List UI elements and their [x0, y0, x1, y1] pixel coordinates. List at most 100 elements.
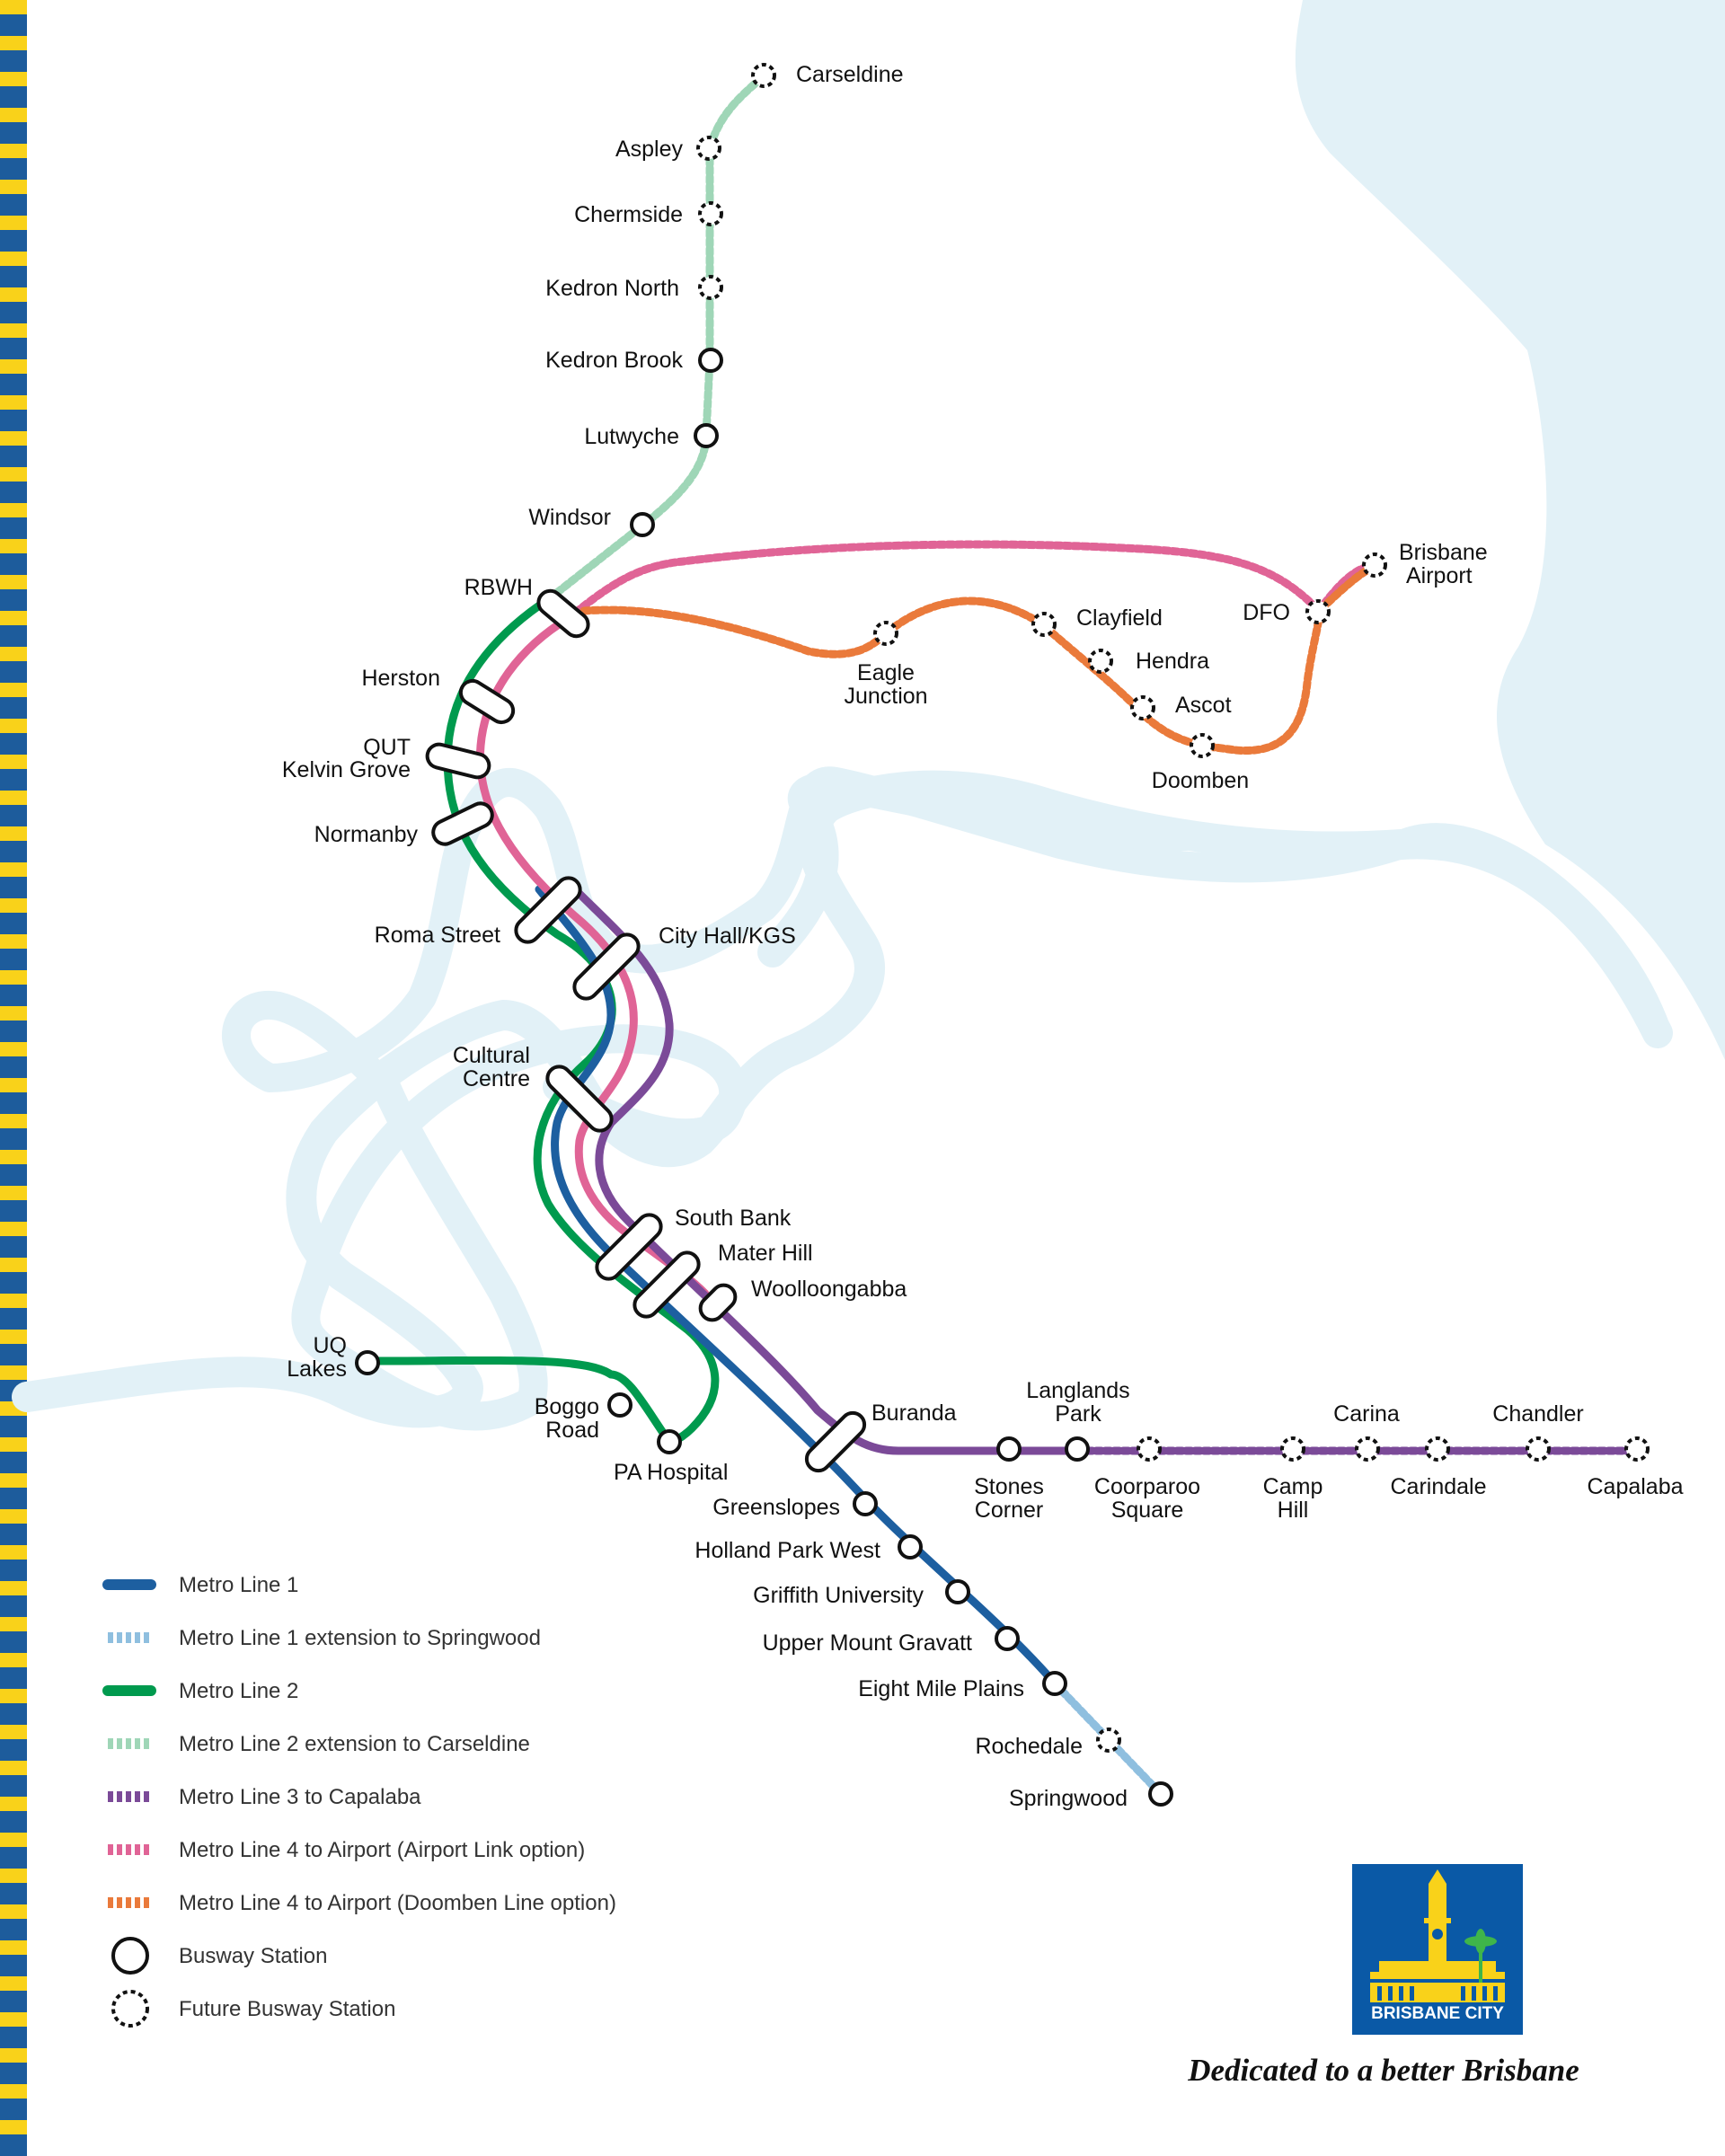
label-lutwyche: Lutwyche [584, 424, 679, 449]
label-airport-2: Airport [1406, 563, 1473, 588]
legend-label-metro-4-link: Metro Line 4 to Airport (Airport Link op… [179, 1838, 585, 1862]
label-stones-1: Stones [974, 1474, 1044, 1499]
label-uq-2: Lakes [287, 1356, 347, 1382]
rbwh-interchange[interactable] [534, 586, 593, 641]
metro-line-3-path [571, 885, 1083, 1455]
carseldine-station[interactable] [751, 63, 776, 88]
legend-swatch-future-busway [111, 1990, 149, 2028]
metro-line-2-path [364, 594, 720, 1446]
ascot-station[interactable] [1130, 695, 1155, 720]
roma-street-interchange[interactable] [511, 873, 585, 947]
eight-mile-plains-station[interactable] [1042, 1671, 1067, 1696]
river-city-reach [12, 1000, 806, 1428]
camp-hill-station[interactable] [1280, 1436, 1305, 1462]
label-city-hall: City Hall/KGS [659, 923, 796, 949]
lutwyche-station[interactable] [694, 423, 719, 448]
label-langlands-2: Park [1055, 1401, 1101, 1427]
legend-metro-1-ext: Metro Line 1 extension to Springwood [108, 1626, 541, 1650]
label-coorparoo-1: Coorparoo [1094, 1474, 1200, 1499]
metro-line-1-path [535, 885, 1060, 1689]
river [12, 0, 1725, 1431]
label-kedron-brook: Kedron Brook [545, 348, 683, 373]
label-camp-1: Camp [1263, 1474, 1323, 1499]
label-chermside: Chermside [574, 202, 683, 227]
legend-metro-3: Metro Line 3 to Capalaba [108, 1785, 421, 1809]
cultural-centre-interchange[interactable] [543, 1062, 616, 1135]
hendra-station[interactable] [1088, 649, 1113, 674]
legend-metro-4-link: Metro Line 4 to Airport (Airport Link op… [108, 1838, 585, 1862]
legend-label-busway: Busway Station [179, 1944, 327, 1968]
label-normanby: Normanby [314, 822, 419, 847]
stones-corner-station[interactable] [996, 1436, 1022, 1462]
aspley-station[interactable] [696, 136, 721, 161]
label-capalaba: Capalaba [1587, 1474, 1683, 1499]
kedron-brook-station[interactable] [698, 348, 723, 373]
legend-label-future-busway: Future Busway Station [179, 1997, 395, 2021]
coorparoo-square-station[interactable] [1137, 1436, 1162, 1462]
label-carina: Carina [1333, 1401, 1400, 1427]
label-dfo: DFO [1243, 600, 1290, 625]
clayfield-station[interactable] [1031, 612, 1057, 637]
legend-busway: Busway Station [111, 1937, 327, 1975]
bay-water [1295, 0, 1725, 1060]
legend-future-busway: Future Busway Station [111, 1990, 395, 2028]
label-qut-1: QUT [363, 735, 411, 760]
buranda-interchange[interactable] [802, 1409, 870, 1476]
legend-swatch-busway [111, 1937, 149, 1975]
chermside-station[interactable] [698, 201, 723, 226]
label-doomben: Doomben [1152, 768, 1249, 793]
qut-interchange[interactable] [425, 742, 491, 780]
doomben-station[interactable] [1190, 733, 1215, 758]
label-aspley: Aspley [615, 137, 684, 162]
south-bank-interchange[interactable] [592, 1210, 666, 1284]
kedron-north-station[interactable] [698, 275, 723, 300]
label-eagle-1: Eagle [857, 660, 915, 685]
brisbane-airport-station[interactable] [1362, 552, 1387, 578]
label-chandler: Chandler [1492, 1401, 1583, 1427]
label-springwood: Springwood [1009, 1786, 1128, 1811]
label-holland-park-west: Holland Park West [694, 1538, 880, 1563]
legend-label-metro-4-doomben: Metro Line 4 to Airport (Doomben Line op… [179, 1891, 616, 1915]
carina-station[interactable] [1355, 1436, 1380, 1462]
label-buranda: Buranda [871, 1401, 957, 1426]
label-rochedale: Rochedale [975, 1734, 1083, 1759]
langlands-park-station[interactable] [1065, 1436, 1090, 1462]
windsor-station[interactable] [630, 512, 655, 537]
chandler-station[interactable] [1526, 1436, 1551, 1462]
rochedale-station[interactable] [1096, 1727, 1121, 1753]
uq-lakes-station[interactable] [355, 1350, 380, 1375]
legend-label-metro-3: Metro Line 3 to Capalaba [179, 1785, 421, 1809]
legend-metro-4-doomben: Metro Line 4 to Airport (Doomben Line op… [108, 1891, 616, 1915]
label-kedron-north: Kedron North [545, 276, 679, 301]
legend: Metro Line 1 Metro Line 1 extension to S… [102, 1573, 616, 2028]
label-griffith: Griffith University [753, 1583, 924, 1608]
label-eight-mile-plains: Eight Mile Plains [858, 1676, 1024, 1701]
springwood-station[interactable] [1148, 1781, 1173, 1807]
upper-mount-gravatt-station[interactable] [995, 1626, 1020, 1651]
label-uq-1: UQ [314, 1333, 348, 1358]
future-busway-stations [696, 63, 1650, 1753]
herston-interchange[interactable] [456, 676, 518, 727]
greenslopes-station[interactable] [853, 1491, 878, 1516]
metro-line-4-doomben-path [579, 561, 1379, 755]
carindale-station[interactable] [1425, 1436, 1450, 1462]
holland-park-west-station[interactable] [898, 1534, 923, 1560]
mater-hill-interchange[interactable] [630, 1248, 703, 1321]
pa-hospital-station[interactable] [657, 1429, 682, 1454]
label-south-bank: South Bank [675, 1206, 792, 1231]
label-airport-1: Brisbane [1399, 540, 1488, 565]
capalaba-station[interactable] [1624, 1436, 1650, 1462]
griffith-university-station[interactable] [945, 1579, 970, 1604]
dfo-station[interactable] [1305, 599, 1331, 624]
city-hall-clock-tower-palm-icon [1370, 1869, 1505, 2002]
label-coorparoo-2: Square [1111, 1498, 1184, 1523]
city-hall-interchange[interactable] [570, 930, 643, 1003]
woolloongabba-interchange[interactable] [695, 1280, 739, 1324]
label-pa-hospital: PA Hospital [614, 1460, 728, 1485]
normanby-interchange[interactable] [429, 800, 496, 848]
eagle-junction-station[interactable] [873, 621, 898, 646]
boggo-road-station[interactable] [607, 1392, 632, 1418]
river-upper [775, 770, 1673, 1066]
label-greenslopes: Greenslopes [712, 1495, 840, 1520]
